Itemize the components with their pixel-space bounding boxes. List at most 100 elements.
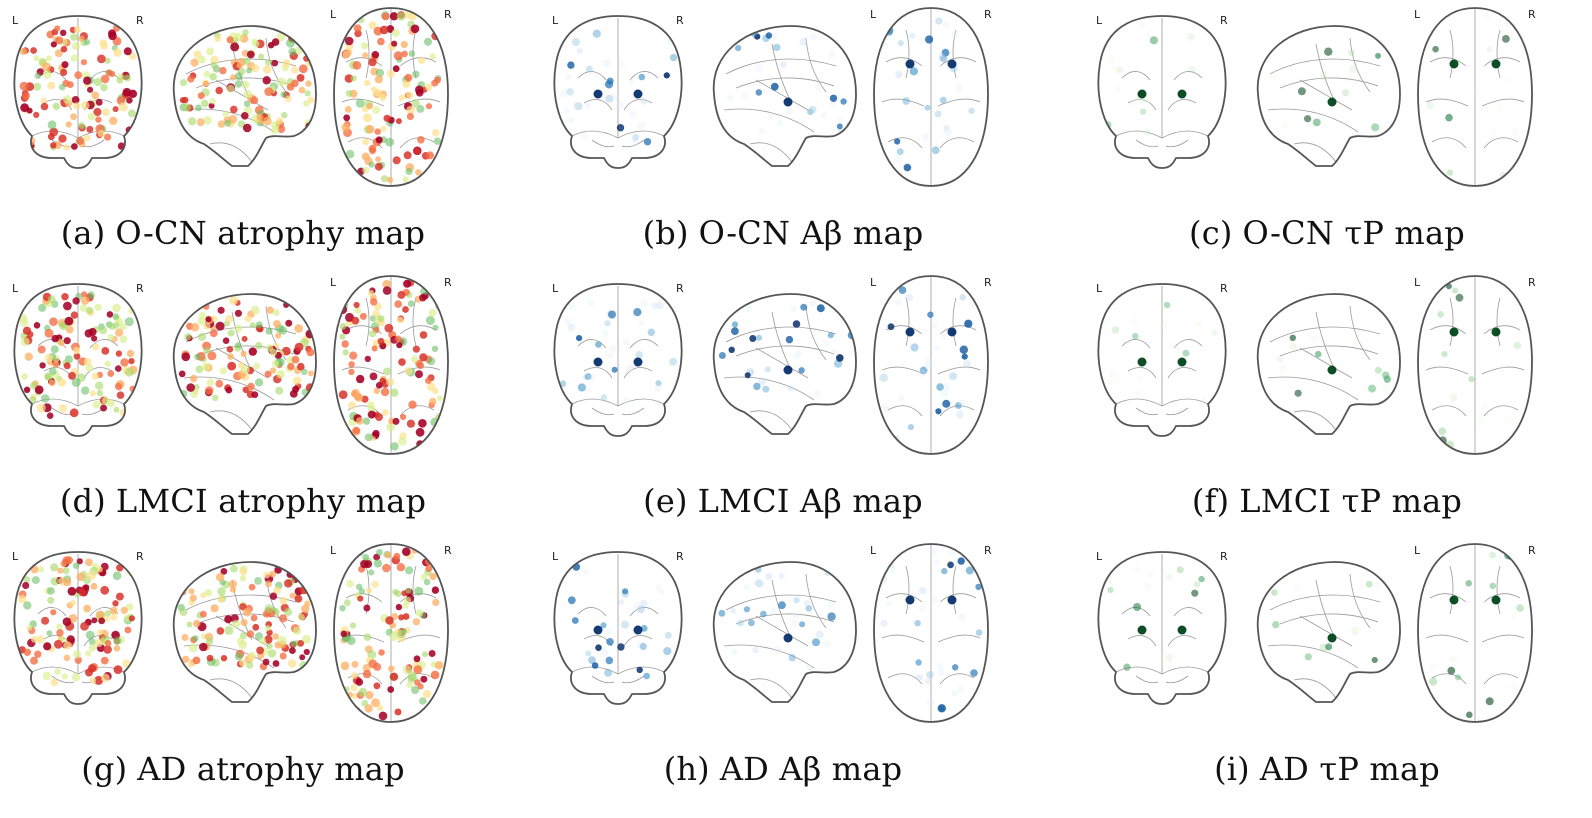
region-marker bbox=[605, 656, 614, 665]
sulcus-line bbox=[952, 297, 957, 347]
region-marker bbox=[1198, 575, 1205, 583]
region-marker bbox=[1107, 378, 1114, 385]
region-marker bbox=[353, 24, 362, 33]
region-marker bbox=[91, 617, 98, 624]
region-marker bbox=[215, 379, 224, 388]
sulcus-line bbox=[1269, 58, 1381, 75]
glass-brain-axial-view bbox=[1410, 270, 1540, 460]
region-marker bbox=[773, 43, 781, 52]
glass-brain-axial-view bbox=[866, 270, 996, 460]
sulcus-line bbox=[183, 108, 275, 133]
sulcus-line bbox=[209, 678, 253, 699]
region-marker bbox=[737, 619, 744, 627]
region-marker bbox=[347, 709, 355, 717]
region-marker bbox=[205, 316, 212, 323]
region-marker bbox=[408, 50, 416, 57]
sulcus-line bbox=[1496, 297, 1501, 347]
region-marker bbox=[726, 35, 733, 43]
region-marker bbox=[584, 103, 591, 109]
panel-tag: (c) bbox=[1189, 214, 1233, 252]
region-marker bbox=[396, 563, 406, 572]
region-marker bbox=[30, 47, 37, 54]
brain-outline bbox=[172, 25, 317, 167]
region-marker bbox=[73, 26, 81, 33]
brain-outline bbox=[873, 7, 989, 187]
region-marker bbox=[588, 656, 596, 664]
region-marker bbox=[100, 656, 109, 665]
region-marker bbox=[19, 47, 27, 56]
sulcus-line bbox=[1429, 325, 1467, 335]
region-marker bbox=[254, 577, 262, 585]
region-marker bbox=[100, 74, 110, 84]
region-marker bbox=[307, 585, 314, 592]
region-marker bbox=[97, 129, 105, 138]
region-marker bbox=[110, 613, 118, 621]
region-marker bbox=[93, 78, 102, 87]
region-marker bbox=[340, 630, 348, 638]
region-marker bbox=[419, 294, 427, 302]
region-marker bbox=[1310, 335, 1318, 343]
glass-brain-svg bbox=[1256, 25, 1401, 167]
region-marker bbox=[80, 296, 90, 305]
region-marker bbox=[616, 124, 625, 132]
region-marker bbox=[403, 279, 412, 288]
region-marker bbox=[390, 442, 399, 451]
region-marker bbox=[186, 621, 193, 628]
region-marker bbox=[184, 333, 192, 341]
region-marker bbox=[100, 585, 110, 595]
region-marker bbox=[306, 348, 315, 357]
region-marker bbox=[104, 615, 111, 622]
region-marker bbox=[1374, 366, 1382, 374]
region-marker bbox=[40, 102, 49, 111]
region-marker bbox=[429, 397, 437, 406]
sulcus-line bbox=[571, 398, 665, 407]
region-marker bbox=[303, 648, 310, 656]
region-marker bbox=[263, 571, 271, 579]
region-marker bbox=[1466, 711, 1473, 719]
sulcus-line bbox=[1425, 634, 1469, 643]
region-marker bbox=[397, 290, 406, 299]
sulcus-line bbox=[749, 410, 793, 431]
region-marker bbox=[934, 110, 942, 118]
hotspot-marker bbox=[1491, 59, 1501, 69]
region-marker bbox=[242, 386, 250, 394]
region-marker bbox=[416, 362, 425, 370]
sulcus-line bbox=[1483, 673, 1519, 685]
hotspot-marker bbox=[1137, 625, 1147, 635]
region-marker bbox=[669, 53, 678, 62]
left-hemisphere-label: L bbox=[12, 282, 19, 295]
region-marker bbox=[767, 112, 775, 120]
region-marker bbox=[248, 583, 256, 591]
region-marker bbox=[67, 586, 77, 596]
sulcus-line bbox=[1267, 644, 1359, 669]
region-marker bbox=[47, 81, 56, 90]
region-marker bbox=[43, 642, 52, 651]
region-marker bbox=[654, 384, 662, 393]
region-marker bbox=[793, 350, 802, 359]
glass-brain-coronal-view bbox=[8, 8, 148, 173]
hotspot-marker bbox=[1449, 327, 1459, 337]
region-marker bbox=[915, 659, 922, 666]
region-marker bbox=[240, 350, 247, 357]
region-marker bbox=[567, 61, 575, 69]
region-marker bbox=[1454, 674, 1462, 681]
region-marker bbox=[245, 661, 254, 669]
region-marker bbox=[226, 36, 234, 44]
region-marker bbox=[286, 38, 295, 48]
region-marker bbox=[564, 317, 571, 325]
region-marker bbox=[210, 61, 218, 69]
left-hemisphere-label: L bbox=[552, 550, 559, 563]
sulcus-line bbox=[577, 71, 607, 81]
hotspot-marker bbox=[947, 595, 957, 605]
region-marker bbox=[1163, 301, 1171, 309]
region-marker bbox=[71, 378, 81, 387]
region-marker bbox=[1143, 582, 1152, 591]
region-marker bbox=[585, 387, 592, 394]
region-marker bbox=[1510, 682, 1518, 691]
region-marker bbox=[744, 372, 751, 379]
region-marker bbox=[353, 301, 360, 309]
